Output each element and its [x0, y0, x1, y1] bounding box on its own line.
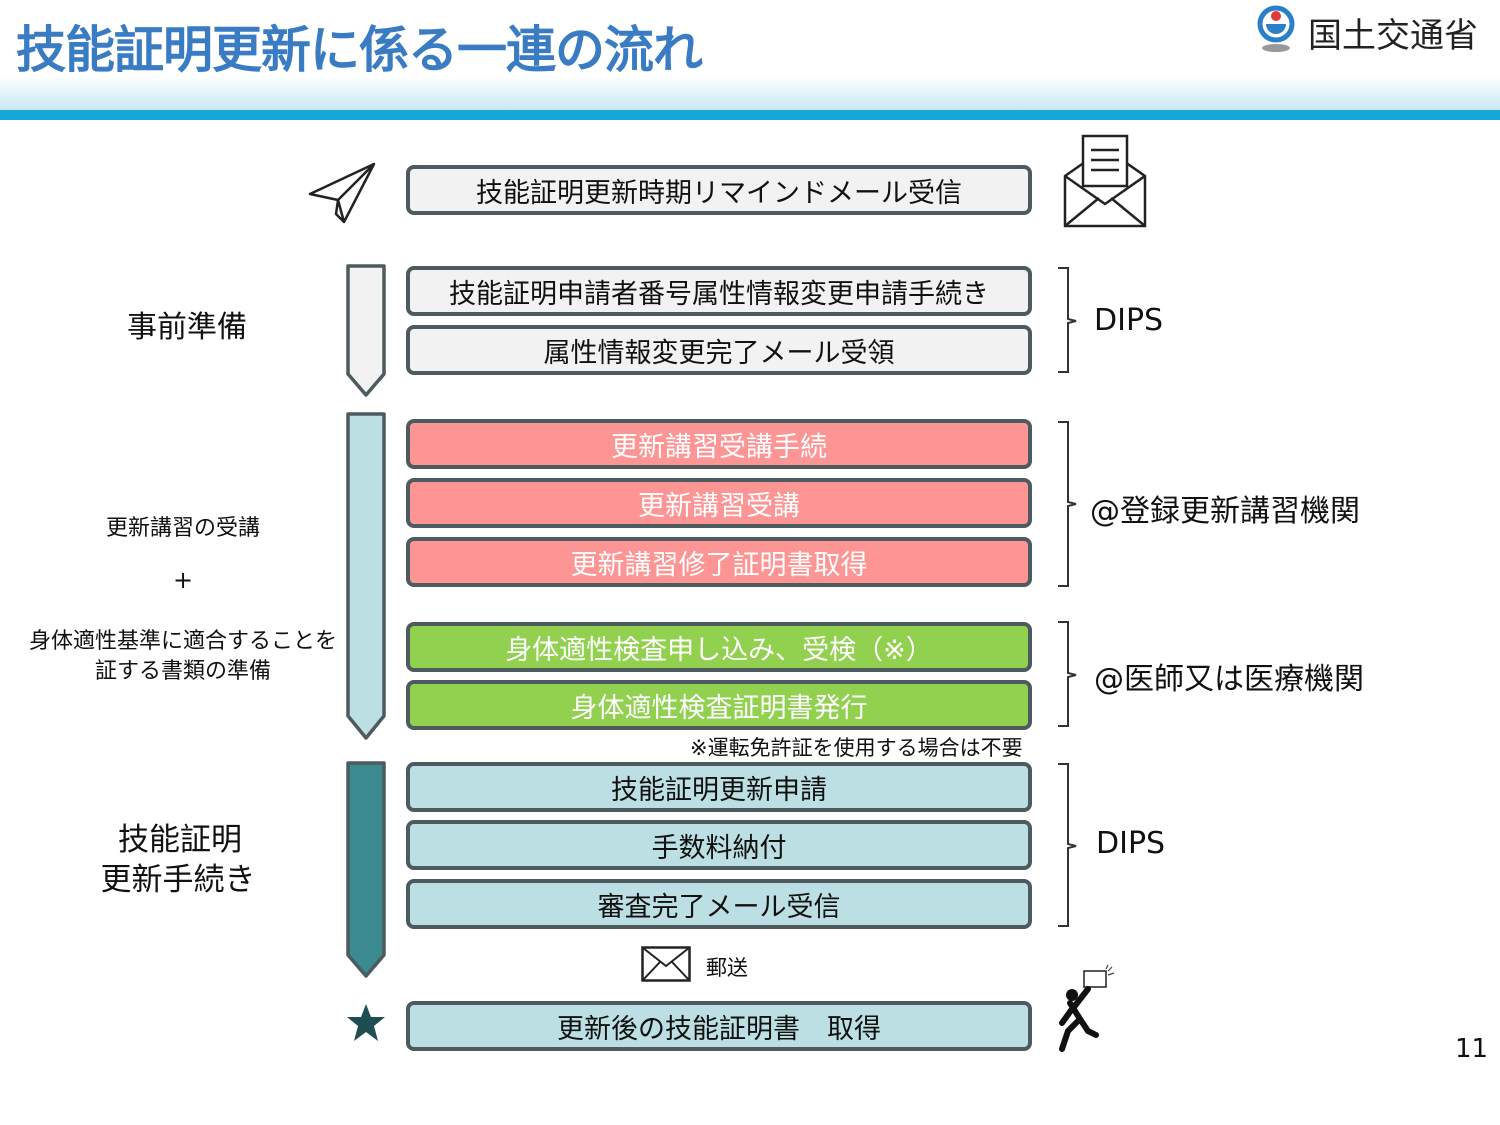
flow-step-course-certificate: 更新講習修了証明書取得 [406, 537, 1032, 587]
envelope-icon [641, 946, 691, 982]
target-medical-org: @医師又は医療機関 [1094, 662, 1364, 697]
flow-step-course-apply: 更新講習受講手続 [406, 419, 1032, 469]
flow-step-label: 更新後の技能証明書 取得 [557, 1013, 881, 1045]
bracket-dips-2 [1058, 763, 1077, 927]
open-envelope-icon [1063, 134, 1147, 228]
flow-step-course-attend: 更新講習受講 [406, 478, 1032, 528]
flow-step-label: 身体適性検査申し込み、受検（※） [505, 634, 933, 666]
page-number: 11 [1455, 1034, 1489, 1064]
flow-step-medical-certificate: 身体適性検査証明書発行 [406, 680, 1032, 730]
mail-label: 郵送 [706, 956, 748, 980]
flow-step-label: 審査完了メール受信 [597, 891, 841, 923]
phase-arrow-renew [346, 761, 386, 978]
header-band [0, 76, 1500, 110]
page-title: 技能証明更新に係る一連の流れ [16, 21, 703, 79]
flow-step-renew-apply: 技能証明更新申請 [406, 762, 1032, 812]
target-dips-2: DIPS [1096, 826, 1166, 861]
phase-label-course: 更新講習の受講 [105, 516, 260, 541]
flow-step-fee-payment: 手数料納付 [406, 820, 1032, 870]
bracket-dips-1 [1058, 267, 1077, 373]
paper-plane-icon [308, 162, 376, 224]
flow-step-review-complete: 審査完了メール受信 [406, 879, 1032, 929]
target-dips-1: DIPS [1094, 303, 1164, 338]
medical-note: ※運転免許証を使用する場合は不要 [690, 736, 1023, 760]
phase-label-plus: + [172, 566, 194, 594]
flow-step-label: 更新講習受講 [638, 490, 800, 522]
flow-step-attr-change: 技能証明申請者番号属性情報変更申請手続き [406, 266, 1032, 316]
header-accent-line [0, 110, 1500, 120]
flow-step-reminder: 技能証明更新時期リマインドメール受信 [406, 165, 1032, 215]
bracket-medical-org [1058, 621, 1077, 727]
flow-step-attr-complete: 属性情報変更完了メール受領 [406, 325, 1032, 375]
star-icon [347, 1004, 385, 1041]
flow-step-label: 更新講習受講手続 [611, 431, 827, 463]
flow-step-label: 身体適性検査証明書発行 [570, 692, 868, 724]
phase-label-medical-1: 身体適性基準に適合することを [28, 629, 337, 654]
phase-arrow-prep [346, 264, 386, 397]
phase-arrow-course [346, 412, 386, 740]
phase-label-renew-2: 更新手続き [100, 862, 256, 898]
flow-step-label: 属性情報変更完了メール受領 [543, 337, 895, 369]
phase-label-medical-2: 証する書類の準備 [94, 659, 271, 684]
ministry-logo: 国土交通省 [1252, 4, 1492, 56]
flow-step-label: 技能証明更新申請 [611, 774, 827, 806]
running-person-icon [1059, 964, 1115, 1052]
flow-step-final: 更新後の技能証明書 取得 [406, 1001, 1032, 1051]
flow-step-medical-exam: 身体適性検査申し込み、受検（※） [406, 622, 1032, 672]
phase-label-renew-1: 技能証明 [118, 822, 242, 858]
flow-step-label: 手数料納付 [651, 832, 787, 864]
bracket-course-org [1058, 421, 1077, 587]
target-course-org: @登録更新講習機関 [1090, 494, 1360, 529]
flow-step-label: 更新講習修了証明書取得 [570, 549, 868, 581]
ministry-logo-icon [1257, 5, 1295, 52]
phase-label-prep: 事前準備 [127, 310, 247, 345]
flow-step-label: 技能証明申請者番号属性情報変更申請手続き [449, 278, 989, 310]
flow-step-label: 技能証明更新時期リマインドメール受信 [476, 177, 962, 209]
logo-text: 国土交通省 [1308, 16, 1478, 56]
